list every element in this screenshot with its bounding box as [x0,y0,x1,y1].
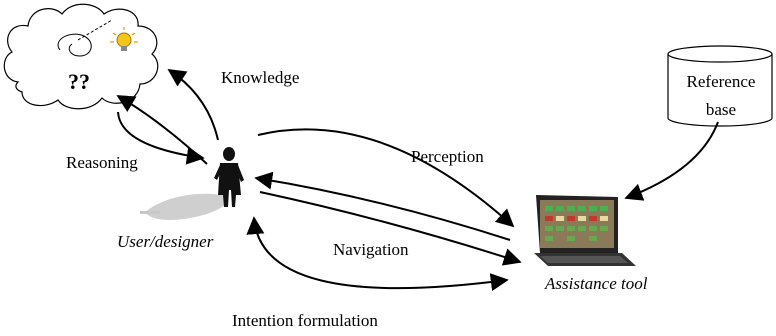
label-knowledge: Knowledge [221,68,300,87]
knowledge-arrow [167,69,219,141]
label-intention-formulation: Intention formulation [232,311,378,330]
question-marks: ?? [68,69,90,94]
reference-arrow [624,121,719,201]
label-reference-base: Reference base [670,68,772,124]
reasoning-arrow-down [117,111,205,165]
label-navigation: Navigation [333,240,409,259]
intention-arrow [246,216,509,292]
reference-line-1: Reference [686,72,756,91]
user-shadow [140,193,229,220]
reference-line-2: base [705,100,737,119]
lightbulb-icon [110,27,138,51]
laptop-icon [534,195,636,266]
perception-arrow [257,128,515,228]
label-reasoning: Reasoning [66,153,138,172]
navigation-arrow-back [254,171,511,241]
thought-cloud-icon: ?? [3,3,159,110]
label-assistance-tool: Assistance tool [545,274,648,293]
label-user-designer: User/designer [117,232,214,251]
arrows [116,69,719,292]
user-silhouette-icon [214,147,244,207]
database-cylinder-icon [667,45,773,127]
label-perception: Perception [411,147,484,166]
